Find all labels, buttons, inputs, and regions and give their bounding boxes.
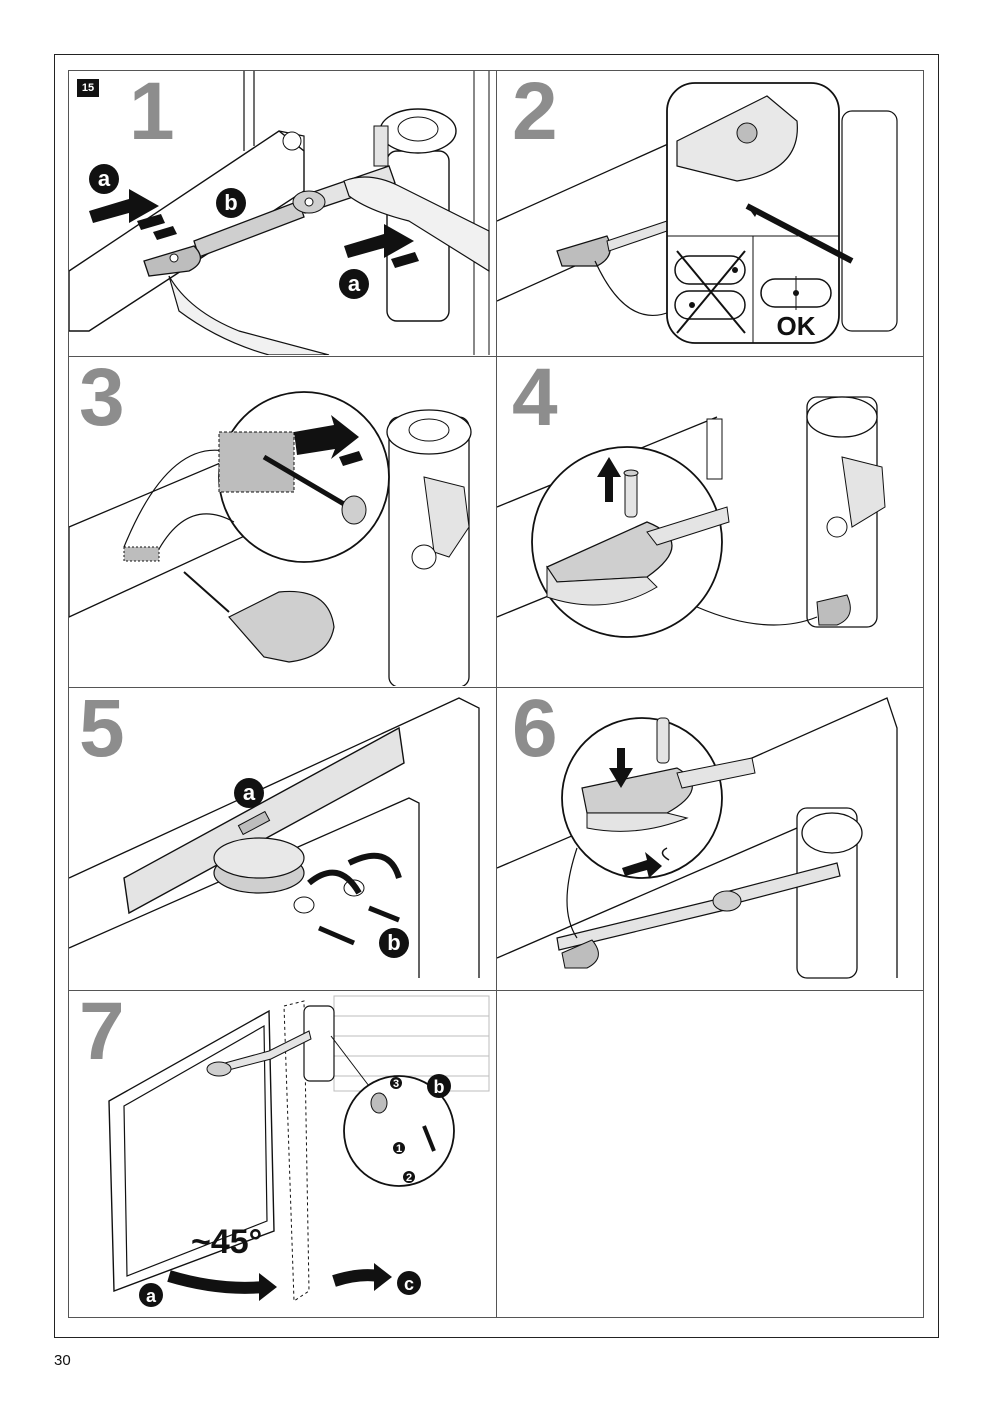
step-2-ok-label: OK (777, 311, 816, 341)
grid-divider-row-1 (68, 356, 924, 357)
step-5-label-b: b (379, 928, 409, 958)
svg-text:a: a (98, 166, 111, 191)
step-4-panel: 4 (497, 357, 923, 686)
figure-number-badge: 15 (77, 79, 99, 97)
step-4-number: 4 (512, 357, 558, 443)
step-1-number: 1 (129, 71, 175, 157)
svg-text:a: a (348, 271, 361, 296)
step-7-subnum-2: 2 (403, 1171, 415, 1184)
step-2-panel: OK 2 (497, 71, 923, 355)
grid-divider-row-2 (68, 687, 924, 688)
step-5-panel: a b 5 (69, 688, 495, 989)
svg-text:b: b (434, 1077, 445, 1097)
step-6-panel: 6 (497, 688, 923, 989)
svg-text:c: c (404, 1274, 414, 1294)
step-7-label-b: b (427, 1074, 451, 1098)
svg-text:b: b (224, 190, 237, 215)
svg-text:b: b (387, 930, 400, 955)
step-1-label-b: b (216, 188, 246, 218)
page-frame (54, 54, 939, 1338)
svg-text:3: 3 (393, 1078, 399, 1090)
svg-text:1: 1 (396, 1143, 402, 1155)
step-7-label-a: a (139, 1283, 163, 1307)
step-7-number: 7 (79, 991, 125, 1077)
step-7-label-c: c (397, 1271, 421, 1295)
step-5-number: 5 (79, 688, 125, 774)
page-number: 30 (54, 1352, 71, 1369)
step-5-label-a: a (234, 778, 264, 808)
svg-text:a: a (243, 780, 256, 805)
step-7-subnum-1: 1 (393, 1142, 405, 1155)
step-1-label-a-left: a (89, 164, 119, 194)
svg-text:2: 2 (406, 1172, 412, 1184)
svg-text:a: a (146, 1286, 157, 1306)
grid-divider-row-3 (68, 990, 924, 991)
step-1-panel: a b a 1 (69, 71, 495, 355)
step-7-subnum-3: 3 (390, 1077, 402, 1090)
step-6-number: 6 (512, 688, 558, 774)
step-3-number: 3 (79, 357, 125, 443)
step-3-panel: 3 (69, 357, 495, 686)
step-7-angle-label: ~45° (191, 1223, 262, 1261)
step-7-panel: b 3 1 2 ~45° a c 7 (69, 991, 495, 1317)
step-2-number: 2 (512, 71, 558, 157)
step-1-label-a-right: a (339, 269, 369, 299)
grid-divider-vertical (496, 70, 497, 1318)
